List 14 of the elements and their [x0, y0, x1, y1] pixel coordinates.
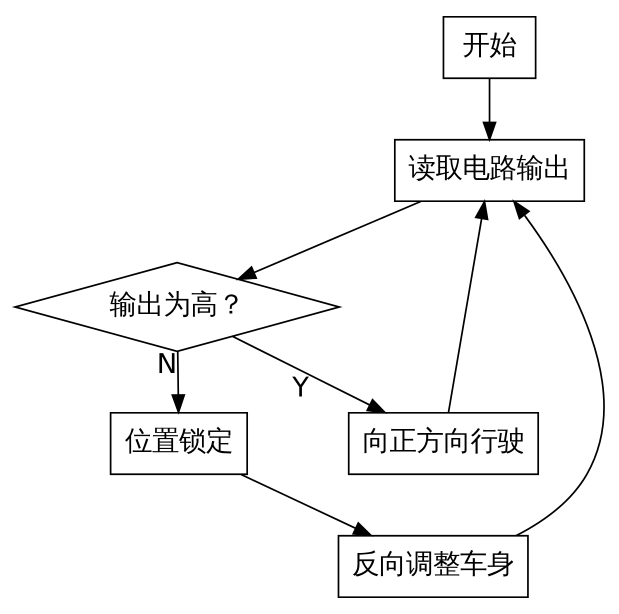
node-box: 反向调整车身: [338, 534, 529, 598]
edge-label: Y: [292, 372, 309, 404]
node-box: 向正方向行驶: [348, 412, 540, 476]
arrow: [171, 352, 186, 415]
arrow: [232, 336, 388, 414]
node-box: 位置锁定: [110, 412, 248, 476]
arrow: [512, 199, 605, 536]
node-box: 读取电路输出: [394, 138, 586, 202]
arrow: [240, 474, 374, 537]
arrow: [236, 200, 422, 280]
arrow: [448, 198, 489, 413]
node-diamond: 输出为高？: [12, 262, 343, 352]
node-box: 开始: [442, 16, 536, 80]
arrow: [482, 78, 497, 142]
